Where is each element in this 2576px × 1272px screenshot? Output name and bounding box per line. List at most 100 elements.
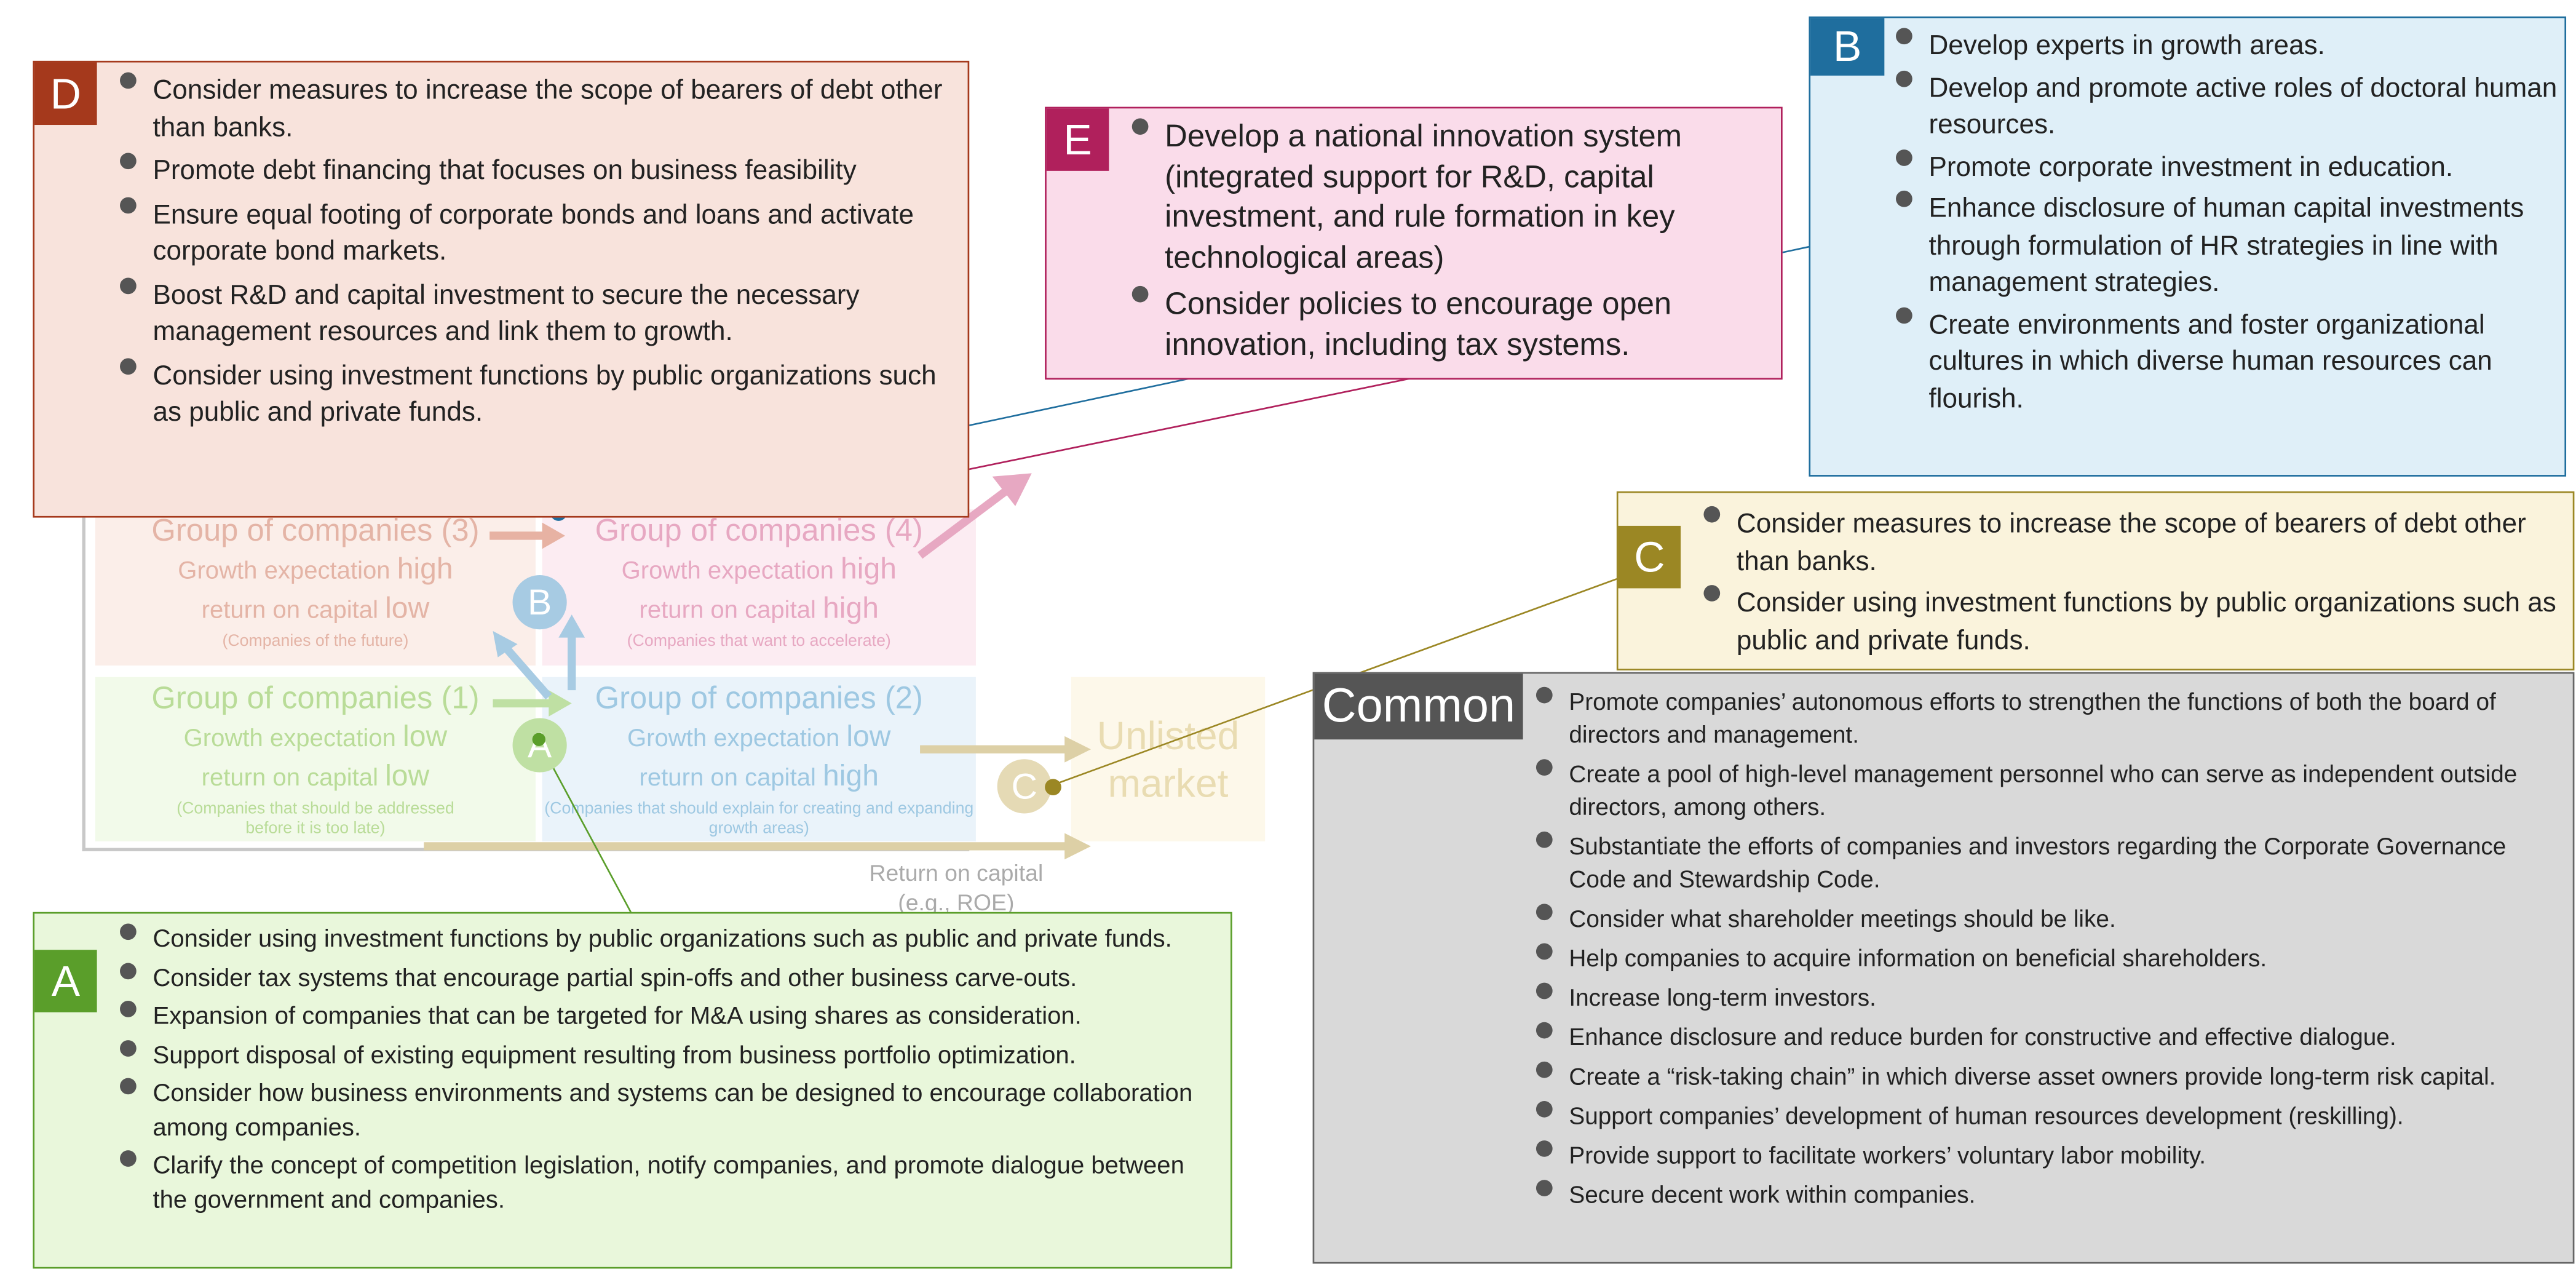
- circle-c: C: [997, 759, 1052, 814]
- list-item: Increase long-term investors.: [1533, 982, 2568, 1016]
- arrowhead-4-out: [992, 473, 1032, 506]
- list-item: Consider policies to encourage open inno…: [1128, 285, 1777, 367]
- group-quadrant-1: Group of companies (1) Growth expectatio…: [95, 677, 536, 841]
- growth-label: Growth expectation: [621, 557, 841, 586]
- tag-d: D: [34, 62, 97, 125]
- anchor-dot-a: [532, 733, 545, 746]
- arrowhead-2-diag: [493, 630, 518, 658]
- arrowhead-3-to-4: [542, 522, 566, 549]
- list-item: Create a pool of high-level management p…: [1533, 759, 2568, 825]
- arrow-4-out: [917, 483, 1015, 559]
- list-item: Boost R&D and capital investment to secu…: [117, 277, 946, 351]
- list-item: Secure decent work within companies.: [1533, 1180, 2568, 1212]
- growth-level: low: [846, 720, 891, 753]
- axis-label-line2: (e.g., ROE): [898, 889, 1015, 916]
- growth-label: Growth expectation: [627, 725, 847, 753]
- list-item: Consider how business environments and s…: [117, 1078, 1221, 1146]
- list-item: Enhance disclosure and reduce burden for…: [1533, 1022, 2568, 1055]
- axis-label: Return on capital (e.g., ROE): [854, 858, 1058, 917]
- group-note: (Companies that should be addressed befo…: [176, 800, 454, 838]
- group-note: (Companies that should explain for creat…: [544, 800, 974, 838]
- list-item: Promote debt financing that focuses on b…: [117, 153, 946, 189]
- return-label: return on capital: [639, 596, 823, 625]
- list-b: Develop experts in growth areas. Develop…: [1893, 28, 2558, 417]
- list-item: Consider measures to increase the scope …: [117, 72, 946, 146]
- group-note: (Companies that want to accelerate): [627, 632, 891, 651]
- arrowhead-1-to-2: [549, 690, 572, 717]
- unlisted-line2: market: [1108, 762, 1229, 807]
- list-item: Promote companies’ autonomous efforts to…: [1533, 686, 2568, 753]
- anchor-dot-c: [1045, 779, 1061, 796]
- list-common: Promote companies’ autonomous efforts to…: [1533, 686, 2568, 1213]
- growth-level: high: [841, 552, 897, 586]
- list-e: Develop a national innovation system (in…: [1128, 118, 1777, 366]
- arrowhead-2-to-unlisted: [1064, 736, 1091, 763]
- return-level: high: [823, 591, 879, 625]
- growth-level: high: [397, 552, 453, 586]
- callout-line-e: [949, 377, 1413, 474]
- list-item: Provide support to facilitate workers’ v…: [1533, 1140, 2568, 1173]
- list-item: Develop and promote active roles of doct…: [1893, 70, 2558, 144]
- group-title: Group of companies (2): [595, 682, 923, 717]
- box-d: D Consider measures to increase the scop…: [33, 60, 970, 518]
- tag-b: B: [1810, 18, 1885, 76]
- group-title: Group of companies (4): [595, 514, 923, 549]
- list-item: Clarify the concept of competition legis…: [117, 1150, 1221, 1218]
- group-quadrant-3: Group of companies (3) Growth expectatio…: [95, 509, 536, 666]
- list-item: Create a “risk-taking chain” in which di…: [1533, 1061, 2568, 1094]
- list-item: Create environments and foster organizat…: [1893, 306, 2558, 417]
- axis-label-line1: Return on capital: [869, 859, 1044, 886]
- list-d: Consider measures to increase the scope …: [117, 72, 946, 432]
- growth-label: Growth expectation: [183, 725, 403, 753]
- list-item: Ensure equal footing of corporate bonds …: [117, 196, 946, 270]
- list-item: Support disposal of existing equipment r…: [117, 1039, 1221, 1073]
- box-c: C Consider measures to increase the scop…: [1616, 491, 2575, 671]
- list-item: Substantiate the efforts of companies an…: [1533, 831, 2568, 897]
- group-title: Group of companies (3): [151, 514, 480, 549]
- arrow-2-diag: [499, 641, 552, 700]
- return-label: return on capital: [201, 596, 386, 625]
- unlisted-market: Unlisted market: [1071, 677, 1266, 841]
- list-a: Consider using investment functions by p…: [117, 923, 1221, 1217]
- group-quadrant-4: Group of companies (4) Growth expectatio…: [542, 509, 976, 666]
- return-label: return on capital: [201, 764, 386, 792]
- list-item: Support companies’ development of human …: [1533, 1100, 2568, 1134]
- list-item: Help companies to acquire information on…: [1533, 943, 2568, 976]
- group-title: Group of companies (1): [151, 682, 480, 717]
- list-item: Consider using investment functions by p…: [1700, 585, 2563, 659]
- list-item: Consider what shareholder meetings shoul…: [1533, 904, 2568, 936]
- box-common: Common Promote companies’ autonomous eff…: [1312, 672, 2575, 1264]
- tag-a: A: [34, 950, 97, 1012]
- tag-common: Common: [1314, 674, 1523, 740]
- list-item: Develop experts in growth areas.: [1893, 28, 2558, 65]
- box-a: A Consider using investment functions by…: [33, 912, 1232, 1269]
- list-item: Enhance disclosure of human capital inve…: [1893, 190, 2558, 301]
- list-item: Consider using investment functions by p…: [117, 357, 946, 431]
- callout-line-a: [538, 741, 633, 916]
- list-item: Consider using investment functions by p…: [117, 923, 1221, 957]
- tag-c: C: [1618, 525, 1681, 589]
- list-item: Consider tax systems that encourage part…: [117, 962, 1221, 996]
- return-label: return on capital: [639, 764, 823, 792]
- list-item: Develop a national innovation system (in…: [1128, 118, 1777, 279]
- return-level: high: [823, 759, 879, 792]
- group-note: (Companies of the future): [222, 632, 409, 651]
- arrowhead-2-up: [558, 614, 585, 638]
- growth-label: Growth expectation: [178, 557, 397, 586]
- return-level: low: [385, 759, 430, 792]
- list-item: Promote corporate investment in educatio…: [1893, 148, 2558, 186]
- circle-letter: C: [1011, 765, 1037, 806]
- box-e: E Develop a national innovation system (…: [1045, 106, 1783, 380]
- group-quadrant-2: Group of companies (2) Growth expectatio…: [542, 677, 976, 841]
- list-item: Expansion of companies that can be targe…: [117, 1001, 1221, 1035]
- box-b: B Develop experts in growth areas. Devel…: [1809, 16, 2567, 477]
- circle-letter: B: [528, 581, 552, 622]
- unlisted-line1: Unlisted: [1096, 715, 1240, 760]
- list-item: Consider measures to increase the scope …: [1700, 506, 2563, 580]
- list-c: Consider measures to increase the scope …: [1700, 506, 2563, 659]
- return-level: low: [385, 591, 430, 625]
- arrowhead-bottom-to-unlisted: [1064, 833, 1091, 860]
- circle-b: B: [512, 575, 567, 630]
